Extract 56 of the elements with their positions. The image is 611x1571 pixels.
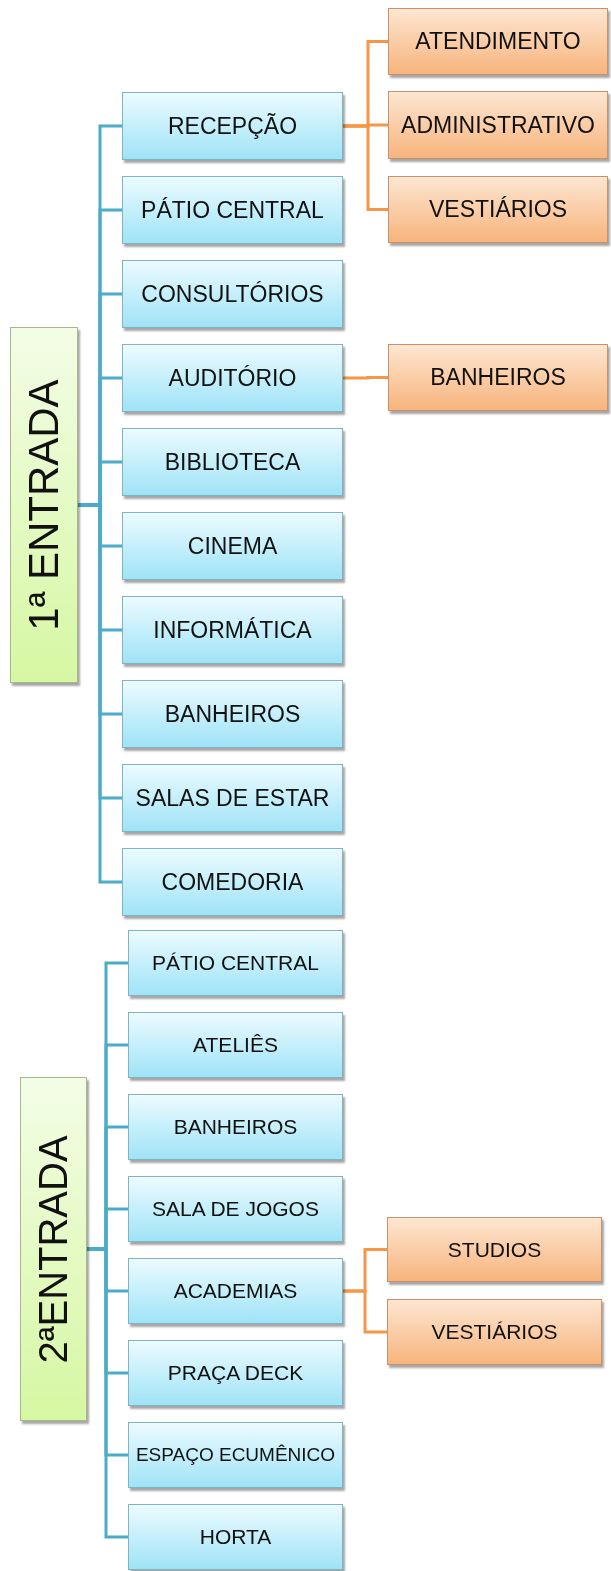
sub-area-box: [388, 91, 608, 159]
connector-line: [343, 1289, 387, 1334]
area-label: BIBLIOTECA: [164, 448, 301, 476]
area-label: SALAS DE ESTAR: [135, 784, 330, 812]
area-box: [122, 680, 343, 748]
area-label: PRAÇA DECK: [167, 1361, 304, 1385]
area-label: BANHEIROS: [173, 1115, 298, 1139]
area-label: AUDITÓRIO: [168, 364, 297, 392]
area-box: [128, 1422, 343, 1488]
area-label: VESTIÁRIOS: [428, 196, 567, 223]
entrance-box: [10, 327, 78, 683]
area-box: [122, 344, 343, 412]
area-label: COMEDORIA: [161, 868, 304, 896]
area-label: INFORMÁTICA: [153, 616, 312, 644]
area-label: SALA DE JOGOS: [152, 1197, 319, 1221]
area-label: CINEMA: [187, 532, 278, 560]
area-label: 2ªENTRADA: [31, 1134, 76, 1364]
sub-area-box: [388, 176, 608, 243]
area-box: [128, 930, 343, 996]
area-label: ATENDIMENTO: [415, 28, 581, 55]
connector-line: [343, 376, 388, 380]
area-label: PÁTIO CENTRAL: [152, 951, 319, 975]
area-box: [128, 1504, 343, 1570]
area-label: VESTIÁRIOS: [431, 1320, 558, 1344]
area-box: [122, 92, 343, 160]
sub-area-box: [387, 1217, 602, 1282]
area-box: [128, 1340, 343, 1406]
area-label: 1ª ENTRADA: [20, 379, 68, 631]
area-label: BANHEIROS: [430, 364, 566, 391]
sub-area-box: [388, 8, 608, 75]
sub-area-box: [388, 344, 608, 411]
area-label: RECEPÇÃO: [167, 112, 298, 140]
area-box: [128, 1258, 343, 1324]
area-label: ESPAÇO ECUMÊNICO: [135, 1444, 336, 1466]
area-label: ACADEMIAS: [173, 1279, 298, 1303]
area-box: [122, 848, 343, 916]
area-label: PÁTIO CENTRAL: [141, 196, 324, 224]
area-label: STUDIOS: [447, 1237, 542, 1262]
connector-line: [78, 503, 122, 884]
area-label: CONSULTÓRIOS: [141, 280, 324, 308]
area-box: [122, 512, 343, 580]
area-box: [122, 764, 343, 832]
area-box: [122, 596, 343, 664]
area-label: BANHEIROS: [164, 700, 301, 728]
area-box: [122, 176, 343, 244]
area-box: [122, 260, 343, 328]
area-box: [122, 428, 343, 496]
area-label: ADMINISTRATIVO: [401, 111, 595, 139]
area-box: [128, 1012, 343, 1078]
area-box: [128, 1094, 343, 1160]
connector-line: [343, 124, 388, 211]
area-label: HORTA: [199, 1525, 272, 1549]
sub-area-box: [387, 1299, 602, 1365]
area-label: ATELIÊS: [193, 1033, 278, 1057]
area-box: [128, 1176, 343, 1242]
entrance-box: [20, 1077, 87, 1421]
